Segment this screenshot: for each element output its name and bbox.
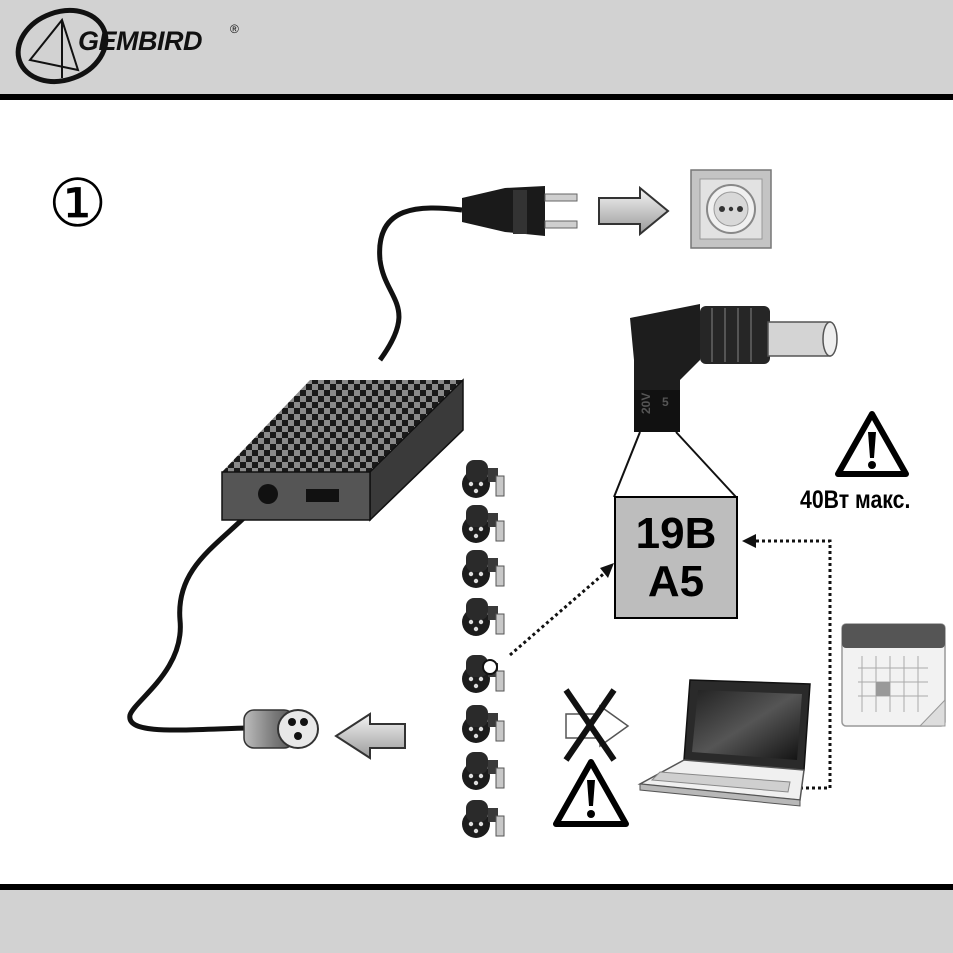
- registered-mark: ®: [230, 22, 239, 36]
- tip-marking-line1: 20V: [639, 393, 653, 414]
- step-number: ①: [48, 169, 107, 239]
- power-plug-icon: [462, 186, 577, 236]
- brand-name: GEMBIRD: [78, 26, 202, 57]
- adapter-tips-column: [462, 460, 504, 838]
- spec-label-box: 19B A5: [614, 496, 738, 619]
- warning-triangle-icon: [556, 762, 626, 824]
- round-connector-icon: [244, 710, 318, 748]
- arrow-right-icon: [599, 188, 668, 234]
- calendar-icon: [842, 624, 945, 726]
- spec-label-line1: 19B: [636, 510, 717, 558]
- tip-marking-line2: 5: [662, 395, 669, 409]
- spec-label-line2: A5: [648, 558, 704, 606]
- wall-socket-icon: [691, 170, 771, 248]
- power-adapter-icon: [222, 380, 463, 520]
- max-power-label: 40Вт макс.: [800, 486, 910, 515]
- warning-triangle-icon: [838, 414, 906, 474]
- large-adapter-tip-icon: 20V 5: [630, 304, 837, 432]
- arrow-left-icon: [336, 714, 405, 758]
- prohibited-arrow-icon: [566, 690, 628, 760]
- laptop-icon: [640, 680, 810, 806]
